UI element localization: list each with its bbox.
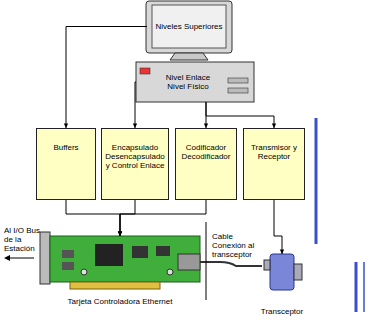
network-card-illustration (40, 232, 200, 289)
process-box: Encapsulado Desencapsulado y Control Enl… (101, 128, 169, 200)
transceiver-cable (200, 262, 262, 266)
node-text: Nivel Físico (167, 82, 208, 91)
bus-arrowhead (4, 255, 10, 261)
node-text: Encapsulado Desencapsulado y Control Enl… (104, 143, 166, 171)
bus-cable (315, 118, 318, 244)
system-unit-panel: Nivel EnlaceNivel Físico (152, 66, 224, 98)
connector-arrow (64, 27, 147, 129)
node-text: Transmisor y Receptor (246, 143, 302, 161)
connector-arrow (66, 200, 122, 236)
cable-label: Cable Conexión al transceptor (212, 232, 262, 260)
connector-arrow (274, 200, 284, 254)
bus-cable (363, 262, 365, 312)
bus-label: Al I/O Bus de la Estación (4, 226, 48, 254)
connector-arrow (133, 82, 137, 128)
node-text: Niveles Superiores (155, 22, 222, 31)
network-card: Tarjeta Controladora Ethernet (40, 236, 200, 306)
divider-line (206, 222, 207, 300)
process-box: Buffers (36, 128, 96, 200)
node-text: Codificador Decodificador (178, 143, 234, 161)
node-text: Nivel Enlace (166, 73, 210, 82)
bus-arrow-line (6, 258, 34, 259)
connector-arrow (206, 102, 276, 128)
node-text: Buffers (53, 143, 78, 152)
transceiver-illustration (264, 254, 302, 290)
transceiver: Transceptor (258, 254, 306, 316)
process-box: Codificador Decodificador (175, 128, 237, 200)
monitor-screen: Niveles Superiores (153, 6, 225, 47)
process-box: Transmisor y Receptor (243, 128, 305, 200)
computer-illustration (136, 1, 254, 102)
node-text: Transceptor (258, 307, 306, 316)
bus-cable (355, 262, 358, 312)
connector-arrow (118, 200, 206, 236)
node-text: Tarjeta Controladora Ethernet (40, 297, 200, 306)
